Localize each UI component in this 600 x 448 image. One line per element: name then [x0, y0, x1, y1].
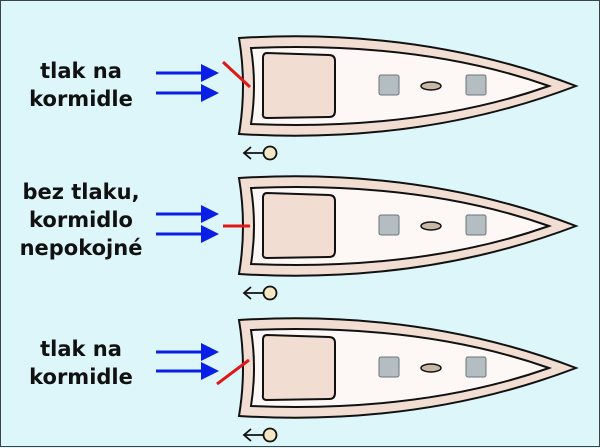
label-bottom: tlak na kormidle: [1, 335, 161, 391]
boat-top: [156, 35, 577, 161]
boat-middle: [156, 175, 577, 301]
label-line: kormidle: [29, 365, 133, 389]
label-line: tlak na: [40, 337, 122, 361]
label-line: bez tlaku,: [22, 180, 140, 204]
label-line: tlak na: [40, 59, 122, 83]
label-top: tlak na kormidle: [1, 57, 161, 113]
rudder-angled: [216, 358, 250, 386]
label-line: kormidle: [29, 87, 133, 111]
label-line: kormidlo: [29, 208, 133, 232]
rudder-angled: [221, 60, 252, 89]
label-middle: bez tlaku, kormidlo nepokojné: [1, 178, 161, 262]
label-line: nepokojné: [19, 236, 143, 260]
boat-bottom: [156, 317, 577, 443]
